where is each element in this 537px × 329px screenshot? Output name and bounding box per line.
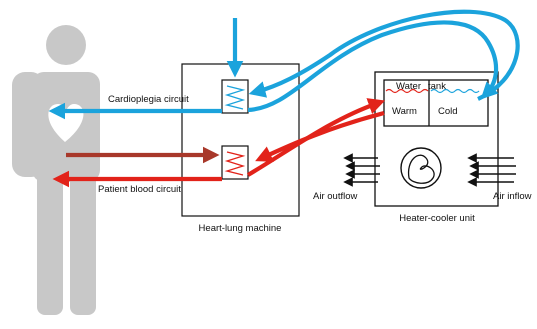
cold-water-return-loop bbox=[247, 20, 499, 113]
cardioplegia-circuit-label: Cardioplegia circuit bbox=[108, 94, 189, 105]
person-arm-right bbox=[12, 72, 44, 177]
cold-water-supply-loop bbox=[248, 9, 520, 101]
cardioplegia-heat-exchanger bbox=[221, 79, 249, 114]
patient-blood-circuit-lines bbox=[52, 98, 386, 188]
fan-icon bbox=[400, 147, 442, 189]
heater-cooler-unit-box bbox=[374, 71, 499, 207]
patient-blood-circuit-label: Patient blood circuit bbox=[98, 184, 181, 195]
water-level-cold bbox=[430, 88, 480, 94]
water-level-warm bbox=[385, 88, 429, 94]
warm-water-supply-arrow bbox=[255, 110, 385, 162]
heater-cooler-unit-label: Heater-cooler unit bbox=[399, 213, 475, 224]
air-inflow-label: Air inflow bbox=[493, 191, 532, 202]
cardioplegia-circuit-lines bbox=[48, 9, 520, 120]
person-leg-left bbox=[70, 160, 96, 315]
warm-label: Warm bbox=[392, 106, 417, 117]
cold-label: Cold bbox=[438, 106, 458, 117]
person-figure bbox=[12, 25, 100, 315]
warm-water-return-arrow bbox=[246, 98, 386, 177]
cardioplegia-exchanger-coil bbox=[224, 85, 246, 110]
water-tank-label-1: Water bbox=[396, 81, 421, 92]
person-leg-right bbox=[37, 160, 63, 315]
air-inflow-arrows bbox=[467, 153, 516, 187]
person-head bbox=[46, 25, 86, 65]
water-tank-label-2: tank bbox=[428, 81, 446, 92]
air-outflow-arrows bbox=[343, 153, 380, 187]
blood-exchanger-coil bbox=[224, 151, 246, 176]
heart-lung-machine-label: Heart-lung machine bbox=[199, 223, 282, 234]
blood-heat-exchanger bbox=[221, 145, 249, 180]
air-outflow-label: Air outflow bbox=[313, 191, 357, 202]
